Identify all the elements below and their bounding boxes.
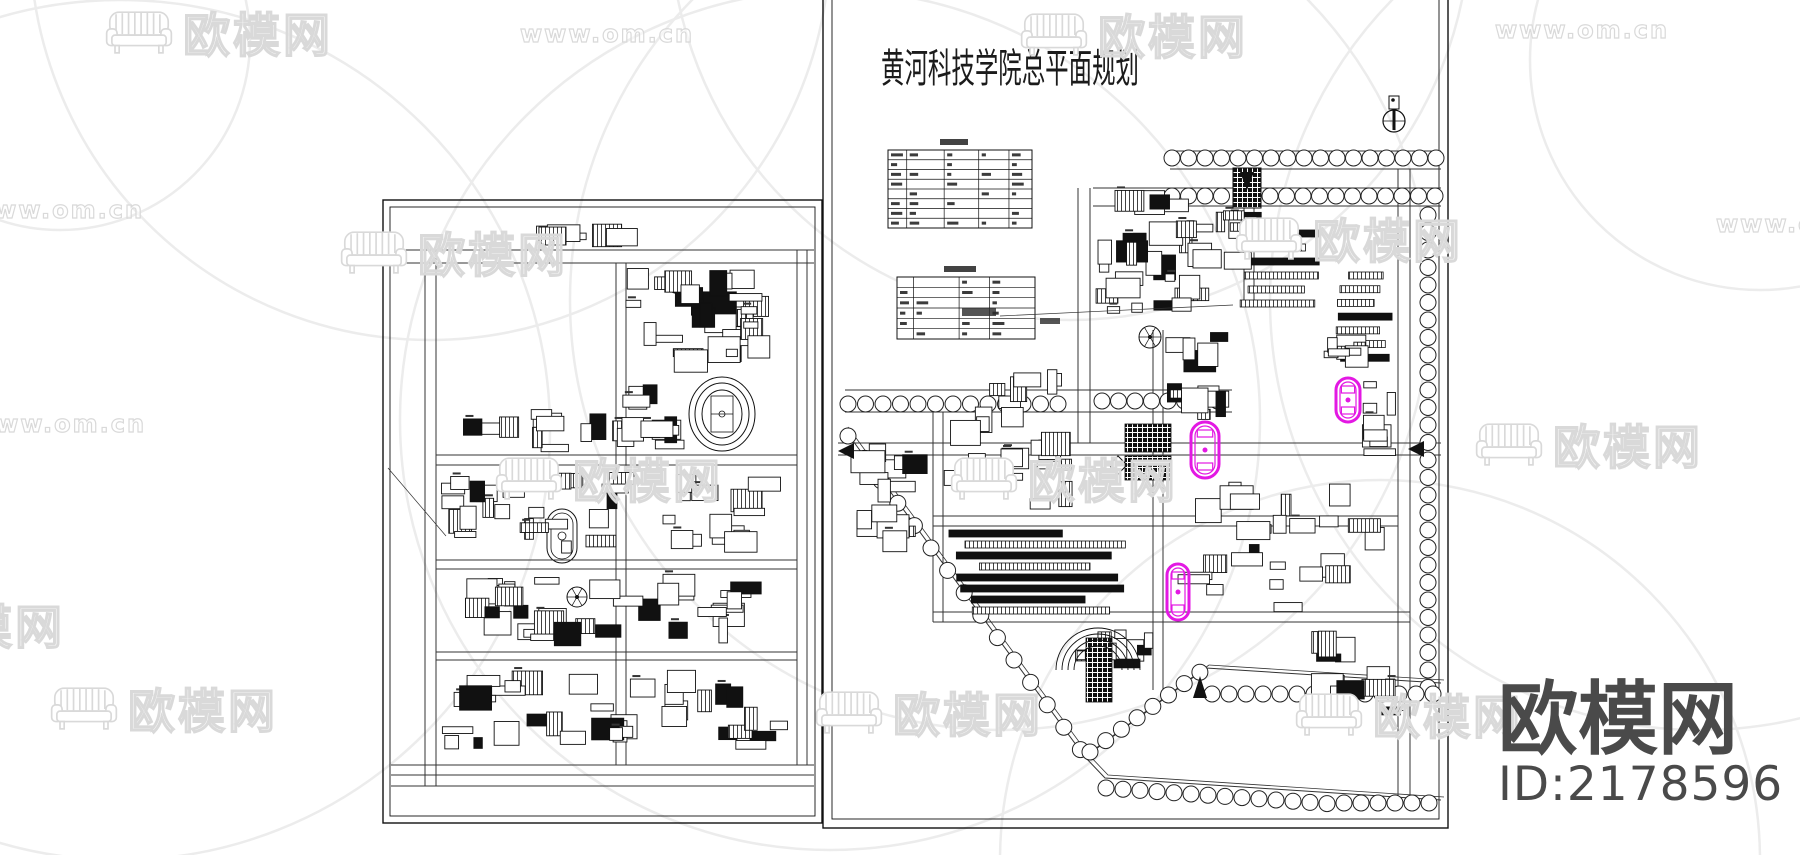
stadium [688,376,756,452]
leader-line [999,304,1234,317]
watermark-logo-text: 欧模网 [1028,455,1178,510]
watermark-logo: 欧模网 [1235,214,1463,271]
sofa-icon [495,457,563,500]
building-cluster [850,443,928,553]
building-cluster [1165,332,1230,420]
left-sheet-border [382,199,823,824]
watermark-url-text: www.om.cn [1716,210,1800,238]
small-label-text [962,308,996,316]
site-id-text: ID:2178596 [1498,757,1783,812]
building-cluster [1114,186,1189,215]
hatched-block [1124,455,1172,481]
watermark-url-text: www.om.cn [1495,16,1669,44]
highlighted-tracks [1165,376,1362,622]
right-sheet-border [822,0,1449,829]
table-2 [896,266,1036,340]
watermark-logo-text: 欧模网 [893,689,1043,744]
sofa-icon [105,11,173,54]
right-site-plan [387,95,1445,813]
watermark-logo-text: 欧模网 [573,455,723,510]
watermark-logo: 欧模网 [105,8,333,65]
north-compass [1382,95,1406,133]
sofa-icon [815,691,883,734]
watermark-logo: 欧模网 [1020,10,1248,67]
building-cluster [612,384,685,450]
sofa-icon [1235,217,1303,260]
sofa-icon [340,231,408,274]
building-cluster [1177,481,1385,613]
roads [391,150,1441,800]
watermark-url-text: www.om.cn [0,410,146,438]
building-cluster [948,529,1126,615]
watermark-url: www.om.cn [0,195,144,224]
watermark-logo-text: 欧模网 [1098,11,1248,66]
building-cluster [441,471,781,554]
building-cluster [464,570,762,647]
highlight-track [1334,376,1362,424]
watermark-logo: 欧模网 [340,228,568,285]
plaza-circle [566,586,588,608]
table-1 [887,139,1033,229]
watermark-logo-text: 欧模网 [183,9,333,64]
entrance-arrow [1240,172,1254,190]
building-cluster [1095,217,1222,314]
table-title-text [940,139,968,145]
amphitheater [1055,627,1141,671]
watermark-logo: 欧模网 [950,454,1178,511]
sheet-borders [382,0,1449,829]
watermark-url: www.om.cn [0,409,146,438]
sofa-icon [950,457,1018,500]
entrance-arrow [1408,441,1424,457]
watermark-logo-text: 欧模网 [418,229,568,284]
site-branding: 欧模网 ID:2178596 [1498,673,1783,812]
fountain [1138,325,1162,349]
watermark-logo-text: 欧模网 [1373,691,1523,746]
hatched-block [1124,423,1172,453]
building-cluster [1310,630,1405,716]
watermark-url: www.om.cn [1494,15,1669,44]
highlight-track [1189,420,1221,480]
watermark-logo-text: 欧模网 [1553,421,1703,476]
plan-title: 黄河科技学院总平面规划 [881,46,1139,91]
mini-track [546,508,578,564]
building-cluster [441,667,788,750]
watermark-logo: 欧模网 [495,454,723,511]
building-cluster [1323,334,1369,368]
watermark-logo: 欧模网 [1295,690,1523,747]
highlight-track [1165,562,1191,622]
sofa-icon [1475,423,1543,466]
watermark-logo-text: 欧模网 [0,601,65,656]
watermark-logo-text: 欧模网 [1313,215,1463,270]
building-cluster [625,268,771,373]
hatched-block [1085,637,1113,703]
leader-line [387,467,447,537]
entrance-arrow [1193,676,1207,698]
entrance-arrow [838,443,854,459]
sofa-icon [50,687,118,730]
watermark-url: www.om.cn [1715,209,1800,238]
watermark-url-text: www.om.cn [520,20,694,48]
watermark-logo: 欧模网 [815,688,1043,745]
data-tables [887,139,1036,340]
watermark-url: www.om.cn [519,19,694,48]
site-logo-text: 欧模网 [1498,673,1738,766]
watermarks: 欧模网www.om.cn欧模网www.om.cnwww.om.cn欧模网欧模网w… [0,8,1800,747]
building-cluster [463,409,607,453]
sofa-icon [1295,693,1363,736]
watermark-logo-text: 欧模网 [128,685,278,740]
building-cluster [1361,381,1396,456]
building-cluster [536,223,638,248]
road-diamond [1108,455,1128,475]
small-label-text [1040,318,1060,324]
entrance-arrows [838,172,1424,698]
watermark-logo: 欧模网 [0,600,65,657]
watermark-logo: 欧模网 [1475,420,1703,477]
table-title-text [944,266,976,272]
watermark-url-text: www.om.cn [0,196,144,224]
watermark-logo: 欧模网 [50,684,278,741]
